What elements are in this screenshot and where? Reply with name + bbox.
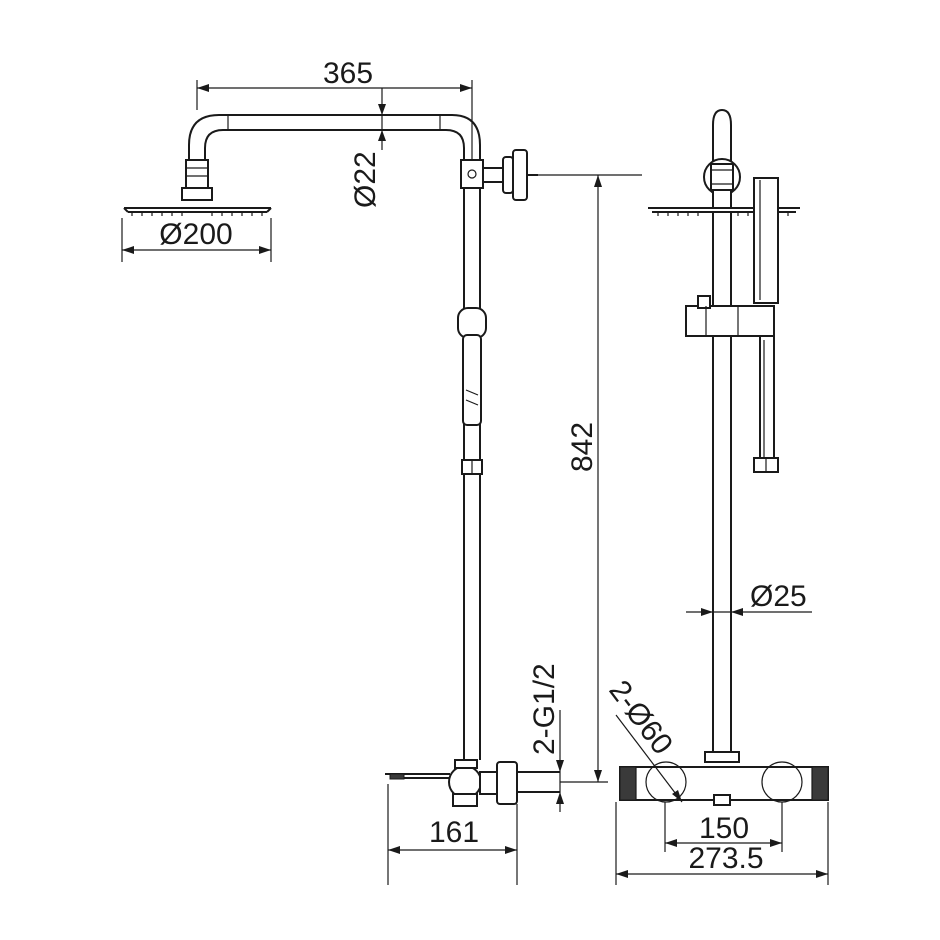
dimension-2-g1-2: 2-G1/2 bbox=[528, 663, 564, 812]
dim-label-150: 150 bbox=[699, 812, 749, 845]
dim-label-d22: Ø22 bbox=[349, 151, 382, 208]
dim-label-365: 365 bbox=[323, 57, 373, 90]
dim-label-d200: Ø200 bbox=[159, 218, 232, 251]
dimension-161: 161 bbox=[387, 784, 518, 885]
shower-head-side bbox=[123, 159, 272, 216]
riser-pipe-front bbox=[712, 212, 732, 760]
front-view: Ø25 2-Ø60 150 bbox=[602, 108, 829, 885]
hand-shower-front bbox=[685, 177, 779, 473]
mixer-valve-side bbox=[385, 759, 560, 807]
wall-bracket bbox=[483, 149, 538, 201]
overhead-arm bbox=[188, 114, 481, 160]
dim-label-273-5: 273.5 bbox=[688, 842, 763, 875]
dim-label-842: 842 bbox=[566, 422, 599, 472]
dimension-842: 842 bbox=[538, 174, 642, 783]
riser-pipe bbox=[457, 159, 487, 760]
dimension-273-5: 273.5 bbox=[615, 802, 829, 885]
dim-label-d25: Ø25 bbox=[750, 580, 807, 613]
dimension-150: 150 bbox=[664, 802, 783, 852]
dimension-365: 365 bbox=[196, 57, 473, 160]
dimension-d22: Ø22 bbox=[349, 88, 386, 208]
side-view: 365 Ø22 Ø200 842 bbox=[121, 57, 642, 885]
dimension-d200: Ø200 bbox=[121, 218, 272, 262]
riser-top-front bbox=[703, 108, 741, 209]
dimension-d25: Ø25 bbox=[686, 580, 812, 616]
dim-label-161: 161 bbox=[429, 816, 479, 849]
dim-label-2-g1-2: 2-G1/2 bbox=[528, 663, 561, 755]
mixer-valve-front bbox=[619, 751, 829, 806]
